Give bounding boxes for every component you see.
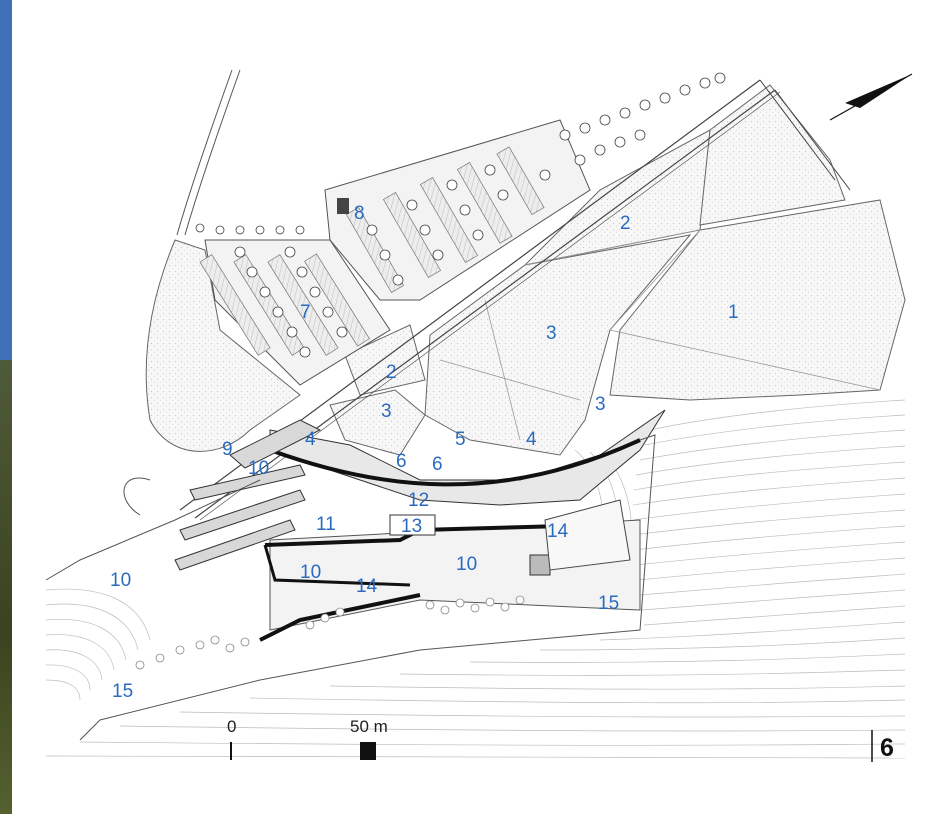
- parking-area-8: [324, 119, 591, 301]
- zone-label: 3: [381, 401, 392, 422]
- building-complex: [174, 409, 666, 642]
- tree-row: [195, 72, 726, 235]
- zone-label: 11: [316, 514, 336, 535]
- zone-label: 2: [386, 362, 397, 383]
- contour-lines: [45, 399, 906, 759]
- site-boundary: [45, 434, 656, 741]
- field-dividers: [439, 229, 881, 441]
- field-1: [609, 199, 906, 401]
- zone-label: 10: [456, 554, 477, 575]
- zone-label: 12: [408, 490, 429, 511]
- scale-bar: 0 50 m: [227, 717, 388, 760]
- zone-label: 15: [112, 681, 133, 702]
- north-arrow-icon: [829, 73, 913, 121]
- zone-label: 1: [728, 302, 739, 323]
- page-number-text: 6: [880, 734, 894, 762]
- access-road: [123, 69, 241, 516]
- field-upper-right: [699, 84, 846, 226]
- zone-label: 8: [354, 203, 365, 224]
- zone-label: 6: [396, 451, 407, 472]
- zone-label: 14: [356, 576, 378, 597]
- zone-label: 4: [305, 429, 316, 450]
- zone-label: 9: [222, 439, 233, 460]
- vegetation-band: [135, 595, 525, 670]
- zone-label: 7: [300, 302, 311, 323]
- zone-label: 2: [620, 213, 631, 234]
- zone-labels: 1 2 2 3 3 3 3 4 4 5 6 6 7 8 9 10 10 10 1…: [110, 203, 739, 702]
- scale-end-label: 50 m: [350, 717, 388, 736]
- field-left: [145, 239, 301, 452]
- zone-label: 3: [546, 323, 557, 344]
- zone-label: 10: [110, 570, 131, 591]
- zone-label: 4: [526, 429, 537, 450]
- zone-label: 10: [248, 458, 269, 479]
- page-number: 6: [871, 730, 894, 762]
- zone-label: 5: [455, 429, 466, 450]
- zone-label: 6: [432, 454, 443, 475]
- left-edge-green-strip: [0, 360, 12, 814]
- field-3-center: [424, 234, 692, 456]
- zone-label: 13: [401, 516, 422, 537]
- parking-area-7: [199, 239, 391, 386]
- zone-label: 14: [547, 521, 569, 542]
- zone-label: 10: [300, 562, 321, 583]
- zone-label: 15: [598, 593, 619, 614]
- scale-start-label: 0: [227, 717, 236, 736]
- field-areas: [145, 84, 906, 456]
- left-edge-blue-strip: [0, 0, 12, 360]
- zone-label: 3: [595, 394, 606, 415]
